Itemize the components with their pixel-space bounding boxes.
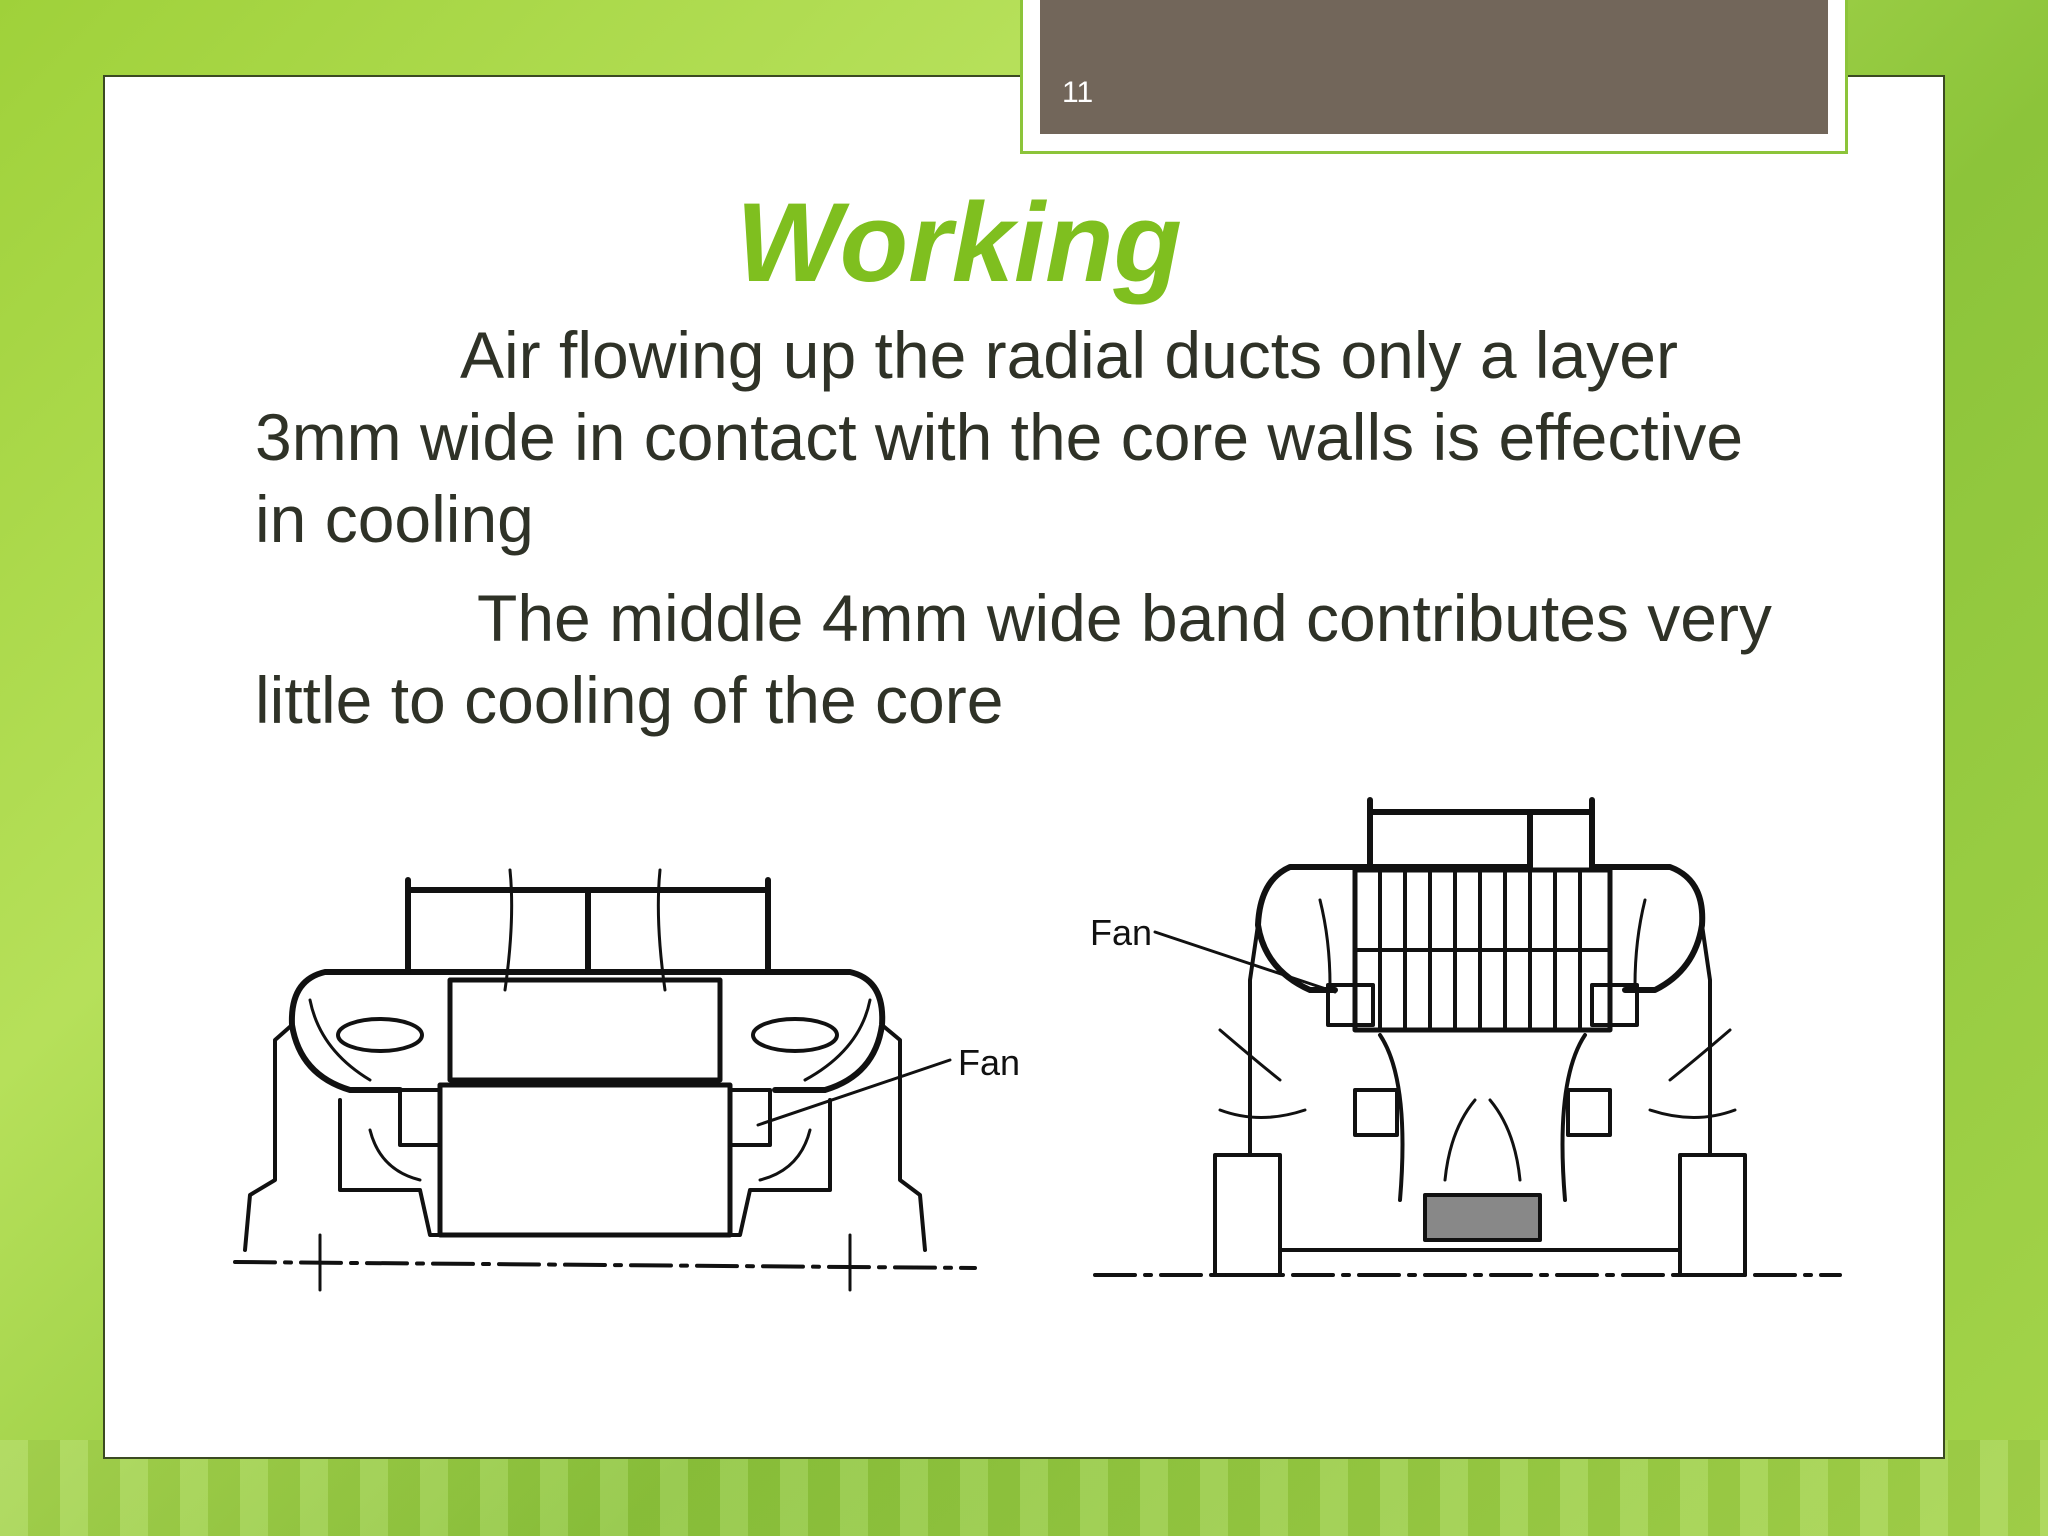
fan-label-right: Fan bbox=[1090, 912, 1152, 953]
slide-number: 11 bbox=[1062, 76, 1094, 109]
paragraph-2: The middle 4mm wide band contributes ver… bbox=[255, 581, 1772, 737]
cooling-diagram-right: Fan bbox=[1080, 780, 1850, 1320]
slide-title: Working bbox=[736, 180, 1182, 305]
fan-label-left: Fan bbox=[958, 1042, 1020, 1083]
cooling-diagram-left: Fan bbox=[230, 850, 1050, 1320]
slide-number-tab bbox=[1040, 0, 1828, 134]
slide-panel bbox=[103, 75, 1945, 1459]
paragraph-1: Air flowing up the radial ducts only a l… bbox=[255, 318, 1744, 556]
